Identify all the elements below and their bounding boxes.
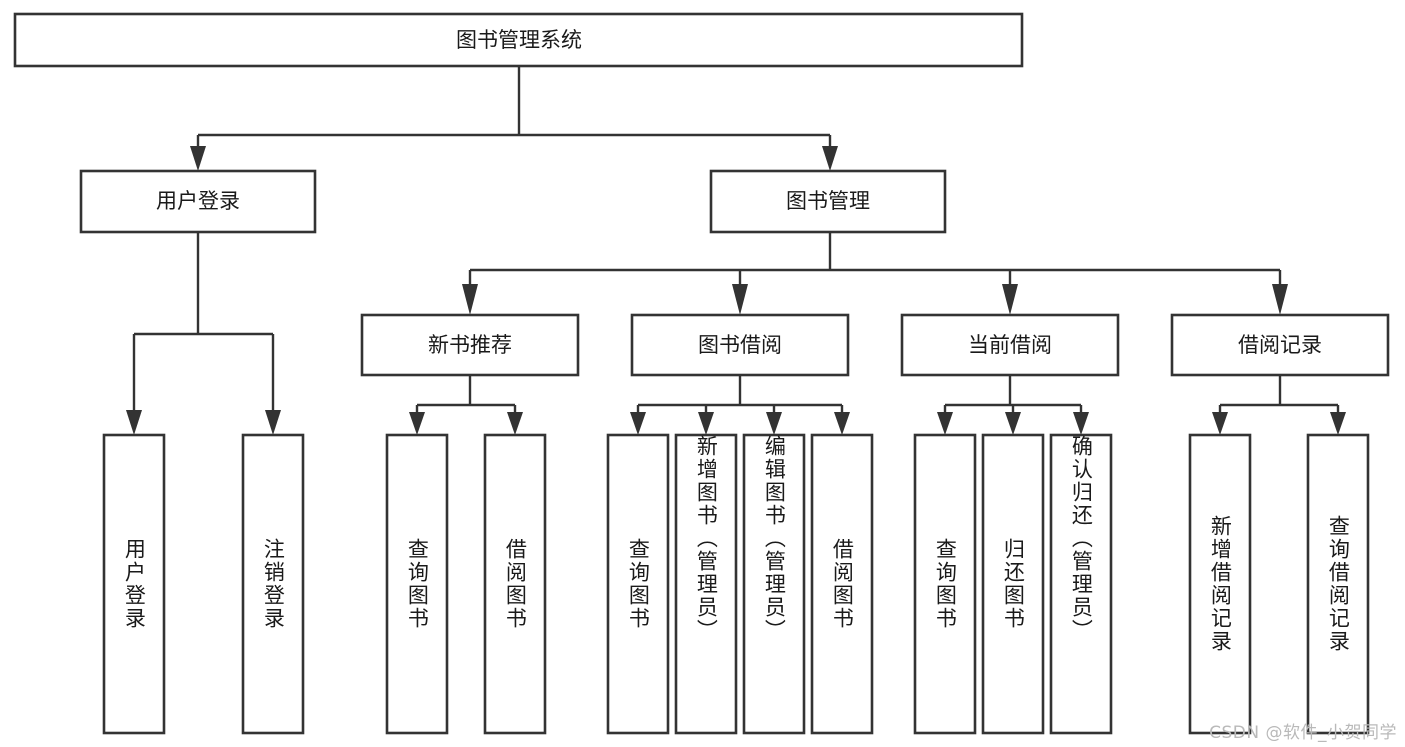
arrowhead-book-mgmt: [822, 146, 838, 171]
arrowhead-leaf-confirm-return: [1073, 412, 1089, 435]
leaf-box[interactable]: [483, 433, 547, 735]
leaf-box[interactable]: [913, 433, 977, 735]
arrowhead-leaf-query-record: [1330, 412, 1346, 435]
node-borrow-record-label: 借阅记录: [1238, 333, 1322, 357]
leaf-box[interactable]: [385, 433, 449, 735]
node-borrow-record-box[interactable]: [1170, 313, 1390, 377]
arrowhead-new-book: [462, 284, 478, 315]
arrowhead-leaf-return-book: [1005, 412, 1021, 435]
arrowhead-book-borrow: [732, 284, 748, 315]
arrowhead-leaf-add-book: [698, 412, 714, 435]
arrowhead-leaf-query-book-1: [409, 412, 425, 435]
leaf-box[interactable]: [606, 433, 670, 735]
leaf-box[interactable]: [1188, 433, 1252, 735]
arrowhead-leaf-borrow-book-1: [507, 412, 523, 435]
leaf-box[interactable]: [1049, 433, 1113, 735]
leaf-box[interactable]: [1306, 433, 1370, 735]
leaf-box[interactable]: [241, 433, 305, 735]
arrowhead-leaf-query-book-2: [630, 412, 646, 435]
leaf-box[interactable]: [102, 433, 166, 735]
node-book-borrow-box[interactable]: [630, 313, 850, 377]
leaf-box[interactable]: [742, 433, 806, 735]
arrowhead-leaf-edit-book: [766, 412, 782, 435]
arrowhead-user-login: [190, 146, 206, 171]
leaf-box[interactable]: [810, 433, 874, 735]
arrowhead-current-borrow: [1002, 284, 1018, 315]
node-user-login-box[interactable]: [79, 169, 317, 234]
arrowhead-borrow-record: [1272, 284, 1288, 315]
node-book-borrow-label: 图书借阅: [698, 333, 782, 357]
arrowhead-leaf-add-record: [1212, 412, 1228, 435]
node-book-mgmt-box[interactable]: [709, 169, 947, 234]
node-box-layer: [13, 12, 1390, 735]
arrowhead-leaf-borrow-book-2: [834, 412, 850, 435]
leaf-box[interactable]: [981, 433, 1045, 735]
leaf-box[interactable]: [674, 433, 738, 735]
arrowhead-leaf-query-book-3: [937, 412, 953, 435]
node-root-label: 图书管理系统: [456, 28, 582, 52]
node-current-borrow-box[interactable]: [900, 313, 1120, 377]
arrowhead-leaf-user-login: [126, 410, 142, 435]
node-user-login-label: 用户登录: [156, 189, 240, 213]
node-current-borrow-label: 当前借阅: [968, 333, 1052, 357]
node-new-book-box[interactable]: [360, 313, 580, 377]
node-root-box[interactable]: [13, 12, 1024, 68]
node-book-mgmt-label: 图书管理: [786, 189, 870, 213]
node-new-book-label: 新书推荐: [428, 333, 512, 357]
horizontal-label-layer: 图书管理系统 用户登录 图书管理 新书推荐 图书借阅 当前借阅 借阅记录: [156, 28, 1322, 357]
arrowhead-leaf-logout: [265, 410, 281, 435]
arrowhead-layer: [126, 146, 1346, 435]
